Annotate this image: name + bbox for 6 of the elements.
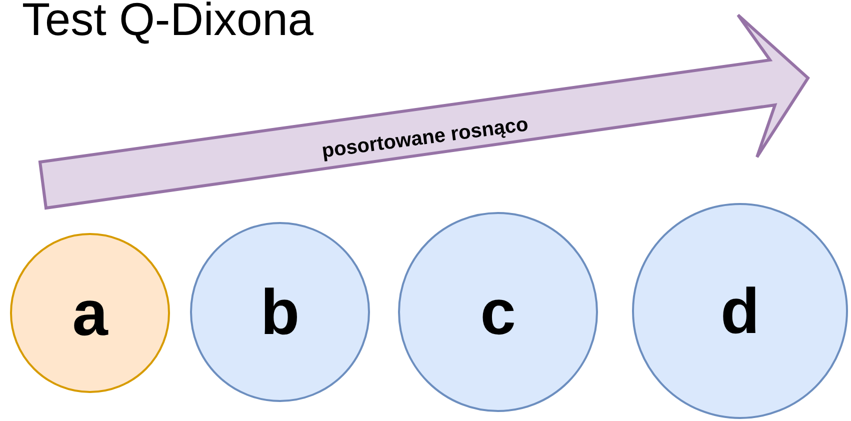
node-letter: b bbox=[260, 280, 300, 344]
node-letter: c bbox=[480, 280, 516, 344]
node-letter: a bbox=[72, 281, 108, 345]
arrow-label: posortowane rosnąco bbox=[320, 112, 530, 164]
title: Test Q-Dixona bbox=[22, 0, 314, 42]
node-letter: d bbox=[720, 279, 760, 343]
